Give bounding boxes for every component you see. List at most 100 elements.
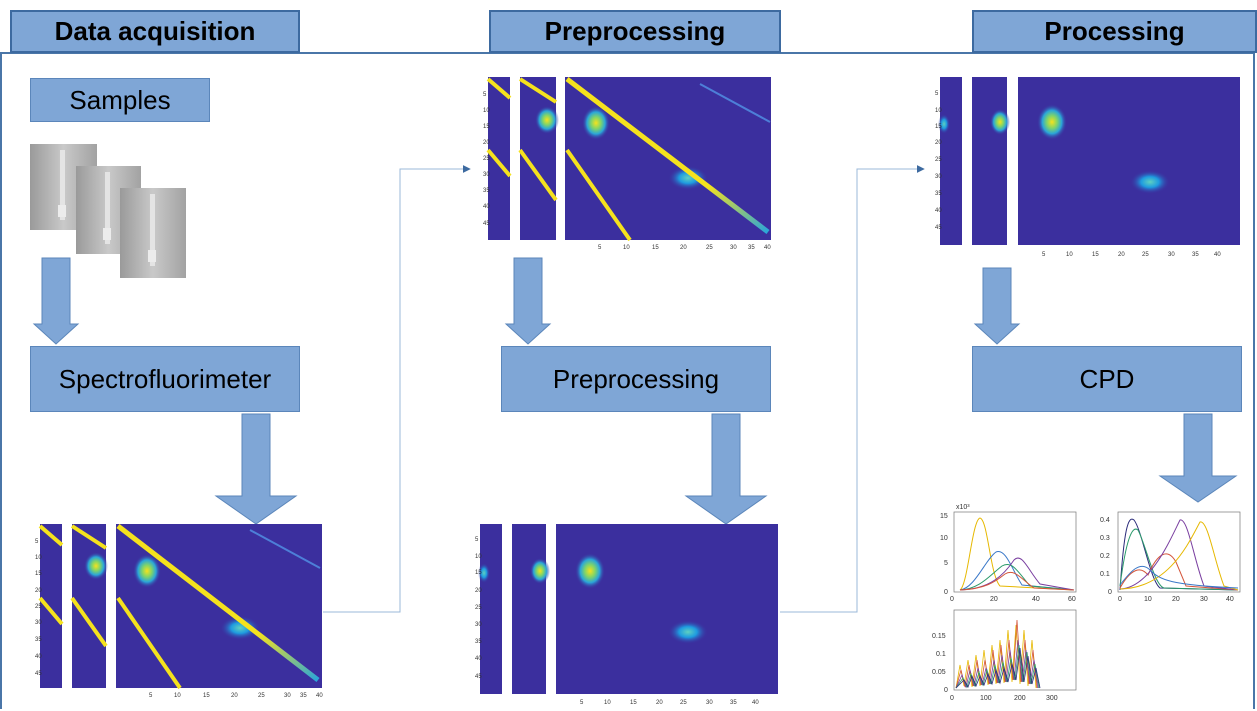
svg-text:30: 30	[935, 174, 942, 180]
svg-text:15: 15	[35, 571, 42, 577]
svg-text:35: 35	[748, 245, 755, 251]
svg-text:10: 10	[35, 555, 42, 561]
svg-text:5: 5	[483, 92, 487, 98]
samples-box: Samples	[30, 78, 210, 122]
svg-text:5: 5	[35, 539, 39, 545]
svg-text:10: 10	[174, 693, 181, 699]
arrow-eem-to-cpd	[973, 267, 1021, 345]
svg-text:100: 100	[980, 695, 992, 702]
connector-acquisition-to-preprocessing	[323, 165, 471, 613]
svg-text:30: 30	[1168, 252, 1175, 258]
svg-text:5: 5	[475, 537, 479, 543]
svg-text:0: 0	[1118, 596, 1122, 603]
svg-text:40: 40	[764, 245, 771, 251]
svg-text:0: 0	[950, 596, 954, 603]
spectrofluorimeter-box: Spectrofluorimeter	[30, 346, 300, 412]
svg-text:35: 35	[475, 639, 482, 645]
svg-text:40: 40	[483, 204, 490, 210]
svg-text:25: 25	[706, 245, 713, 251]
header-preprocessing: Preprocessing	[489, 10, 781, 53]
svg-text:35: 35	[300, 693, 307, 699]
svg-text:25: 25	[475, 605, 482, 611]
svg-text:15: 15	[630, 700, 637, 706]
arrow-preprocessing-to-eem	[684, 413, 768, 525]
connector-preprocessing-to-processing	[780, 165, 925, 613]
diagram-frame	[0, 52, 1255, 709]
svg-text:30: 30	[730, 245, 737, 251]
svg-text:0.4: 0.4	[1100, 517, 1110, 524]
svg-text:15: 15	[1092, 252, 1099, 258]
svg-text:25: 25	[483, 156, 490, 162]
svg-text:35: 35	[35, 637, 42, 643]
svg-text:20: 20	[680, 245, 687, 251]
arrow-raweem-to-preprocessing	[504, 257, 552, 345]
svg-text:5: 5	[598, 245, 602, 251]
svg-text:20: 20	[231, 693, 238, 699]
svg-text:10: 10	[935, 108, 942, 114]
svg-text:0.3: 0.3	[1100, 535, 1110, 542]
svg-text:20: 20	[35, 588, 42, 594]
svg-text:10: 10	[1066, 252, 1073, 258]
svg-text:10: 10	[604, 700, 611, 706]
svg-text:5: 5	[944, 560, 948, 567]
svg-text:0.2: 0.2	[1100, 553, 1110, 560]
svg-text:0.15: 0.15	[932, 633, 946, 640]
svg-text:40: 40	[935, 208, 942, 214]
svg-text:10: 10	[483, 108, 490, 114]
svg-text:45: 45	[935, 225, 942, 231]
svg-text:30: 30	[35, 620, 42, 626]
svg-text:0.1: 0.1	[936, 651, 946, 658]
svg-text:60: 60	[1068, 596, 1076, 603]
svg-text:10: 10	[1144, 596, 1152, 603]
svg-text:40: 40	[752, 700, 759, 706]
svg-text:25: 25	[935, 157, 942, 163]
svg-text:45: 45	[35, 671, 42, 677]
arrow-cpd-to-plots	[1158, 413, 1238, 503]
svg-text:300: 300	[1046, 695, 1058, 702]
svg-text:15: 15	[940, 513, 948, 520]
arrow-spectrofluorimeter-to-eem	[214, 413, 298, 525]
svg-text:0: 0	[950, 695, 954, 702]
svg-text:40: 40	[1214, 252, 1221, 258]
svg-text:0: 0	[944, 589, 948, 596]
svg-text:35: 35	[1192, 252, 1199, 258]
cpd-box: CPD	[972, 346, 1242, 412]
svg-text:40: 40	[475, 656, 482, 662]
svg-text:20: 20	[1118, 252, 1125, 258]
svg-text:15: 15	[203, 693, 210, 699]
svg-text:20: 20	[1172, 596, 1180, 603]
svg-text:15: 15	[475, 570, 482, 576]
svg-text:10: 10	[623, 245, 630, 251]
svg-text:40: 40	[316, 693, 323, 699]
header-processing: Processing	[972, 10, 1257, 53]
svg-text:15: 15	[935, 124, 942, 130]
svg-text:15: 15	[483, 124, 490, 130]
svg-text:20: 20	[935, 140, 942, 146]
svg-text:45: 45	[475, 674, 482, 680]
svg-text:0.1: 0.1	[1100, 571, 1110, 578]
svg-text:40: 40	[1032, 596, 1040, 603]
svg-text:15: 15	[652, 245, 659, 251]
svg-text:20: 20	[990, 596, 998, 603]
svg-text:0: 0	[1108, 589, 1112, 596]
svg-text:35: 35	[730, 700, 737, 706]
svg-text:25: 25	[680, 700, 687, 706]
svg-text:5: 5	[1042, 252, 1046, 258]
arrow-samples-to-spectrofluorimeter	[32, 257, 80, 345]
svg-text:5: 5	[149, 693, 153, 699]
svg-text:20: 20	[475, 588, 482, 594]
sample-photo-3	[120, 188, 186, 278]
svg-text:35: 35	[483, 188, 490, 194]
svg-text:40: 40	[1226, 596, 1234, 603]
svg-text:40: 40	[35, 654, 42, 660]
svg-text:x10³: x10³	[956, 504, 970, 511]
svg-text:0.05: 0.05	[932, 669, 946, 676]
